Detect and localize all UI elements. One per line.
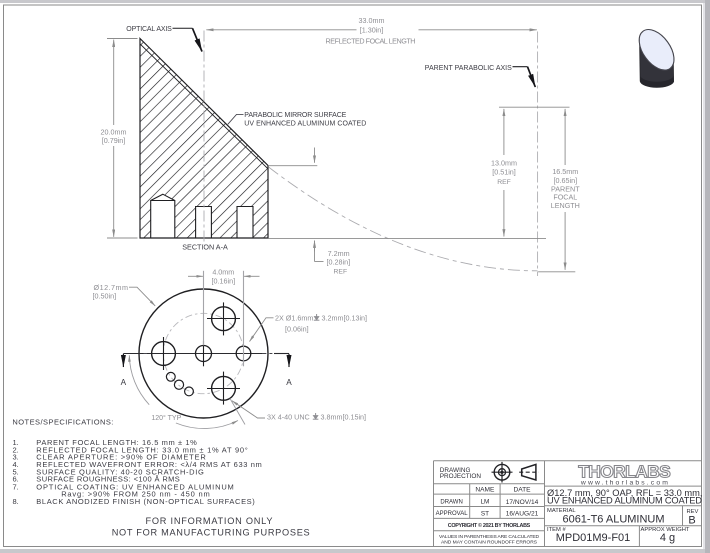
- svg-text:3.8mm[0.15in]: 3.8mm[0.15in]: [321, 413, 367, 422]
- svg-text:ITEM #: ITEM #: [547, 527, 566, 533]
- svg-text:UV ENHANCED ALUMINUM COATED: UV ENHANCED ALUMINUM COATED: [244, 120, 366, 127]
- svg-text:17/NOV/14: 17/NOV/14: [506, 499, 539, 506]
- svg-text:APPROX WEIGHT: APPROX WEIGHT: [641, 527, 690, 533]
- svg-text:[0.06in]: [0.06in]: [285, 324, 309, 333]
- svg-text:REFLECTED FOCAL LENGTH: 33.0 m: REFLECTED FOCAL LENGTH: 33.0 mm ± 1% AT …: [36, 445, 248, 454]
- svg-text:33.0mm: 33.0mm: [359, 16, 385, 25]
- svg-text:6.: 6.: [13, 475, 19, 484]
- svg-text:MPD01M9-F01: MPD01M9-F01: [556, 532, 631, 544]
- svg-text:PROJECTION: PROJECTION: [440, 473, 482, 480]
- svg-text:COPYRIGHT © 2021 BY THORLABS: COPYRIGHT © 2021 BY THORLABS: [448, 522, 531, 529]
- svg-text:[1.30in]: [1.30in]: [360, 25, 384, 34]
- svg-text:16/AUG/21: 16/AUG/21: [506, 511, 539, 518]
- svg-text:120° TYP: 120° TYP: [151, 414, 181, 422]
- svg-text:NOTES/SPECIFICATIONS:: NOTES/SPECIFICATIONS:: [12, 418, 113, 427]
- svg-text:B: B: [688, 514, 695, 526]
- svg-text:DATE: DATE: [513, 486, 531, 493]
- svg-text:Ø12.7 mm, 90° OAP, RFL = 33.0: Ø12.7 mm, 90° OAP, RFL = 33.0 mm,: [547, 488, 703, 498]
- svg-text:REV: REV: [686, 509, 698, 515]
- svg-text:DRAWING: DRAWING: [440, 467, 471, 474]
- svg-text:FOR INFORMATION ONLY: FOR INFORMATION ONLY: [146, 516, 273, 526]
- svg-text:2X Ø1.6mm: 2X Ø1.6mm: [275, 314, 313, 323]
- svg-text:REFLECTED FOCAL LENGTH: REFLECTED FOCAL LENGTH: [326, 37, 416, 46]
- svg-text:LENGTH: LENGTH: [551, 201, 580, 210]
- svg-text:20.0mm: 20.0mm: [101, 127, 127, 136]
- svg-text:3X 4-40 UNC: 3X 4-40 UNC: [267, 413, 310, 422]
- svg-text:Ravg: >90% FROM 250 nm - 450 n: Ravg: >90% FROM 250 nm - 450 nm: [61, 490, 210, 499]
- svg-text:PARENT FOCAL LENGTH: 16.5 mm ±: PARENT FOCAL LENGTH: 16.5 mm ± 1%: [36, 438, 197, 447]
- svg-text:OPTICAL AXIS: OPTICAL AXIS: [126, 26, 172, 33]
- svg-text:APPROVAL: APPROVAL: [436, 511, 469, 517]
- svg-text:13.0mm: 13.0mm: [491, 158, 517, 167]
- svg-text:LM: LM: [480, 499, 489, 506]
- svg-text:CLEAR APERTURE: >90% OF DIAMET: CLEAR APERTURE: >90% OF DIAMETER: [36, 453, 206, 462]
- svg-text:7.2mm: 7.2mm: [328, 249, 350, 258]
- svg-text:16.5mm: 16.5mm: [552, 167, 578, 176]
- svg-text:SURFACE QUALITY: 40-20 SCRATCH: SURFACE QUALITY: 40-20 SCRATCH-DIG: [36, 467, 204, 476]
- svg-text:NAME: NAME: [475, 486, 495, 493]
- svg-text:2.: 2.: [13, 445, 19, 454]
- svg-text:A: A: [121, 378, 127, 387]
- svg-text:VALUES IN PARENTHESIS ARE CALC: VALUES IN PARENTHESIS ARE CALCULATED: [439, 534, 539, 540]
- svg-text:OPTICAL COATING: UV ENHANCED A: OPTICAL COATING: UV ENHANCED ALUMINUM: [36, 482, 234, 491]
- svg-text:8.: 8.: [13, 497, 19, 506]
- svg-text:[0.51in]: [0.51in]: [492, 168, 516, 177]
- svg-text:REF: REF: [334, 269, 348, 276]
- svg-text:1.: 1.: [13, 438, 19, 447]
- svg-text:[0.28in]: [0.28in]: [327, 258, 351, 267]
- svg-text:SECTION A-A: SECTION A-A: [182, 242, 228, 251]
- svg-text:MATERIAL: MATERIAL: [547, 508, 576, 514]
- svg-text:7.: 7.: [13, 482, 19, 491]
- svg-text:FOCAL: FOCAL: [553, 193, 577, 202]
- svg-text:[0.79in]: [0.79in]: [102, 136, 126, 145]
- svg-text:PARENT: PARENT: [551, 184, 580, 193]
- svg-text:PARABOLIC MIRROR SURFACE: PARABOLIC MIRROR SURFACE: [244, 112, 346, 119]
- svg-text:REF: REF: [497, 179, 511, 186]
- svg-text:3.2mm[0.13in]: 3.2mm[0.13in]: [322, 314, 368, 323]
- svg-text:REFLECTED WAVEFRONT ERROR: <λ/: REFLECTED WAVEFRONT ERROR: <λ/4 RMS AT 6…: [36, 460, 261, 469]
- svg-text:5.: 5.: [13, 467, 19, 476]
- svg-text:6061-T6 ALUMINUM: 6061-T6 ALUMINUM: [562, 514, 664, 526]
- svg-text:[0.50in]: [0.50in]: [93, 292, 117, 301]
- svg-text:3.: 3.: [13, 453, 19, 462]
- svg-text:ST: ST: [481, 510, 489, 517]
- svg-text:[0.16in]: [0.16in]: [212, 276, 236, 285]
- svg-text:4.: 4.: [13, 460, 19, 469]
- svg-text:PARENT PARABOLIC AXIS: PARENT PARABOLIC AXIS: [425, 65, 512, 72]
- svg-text:[0.65in]: [0.65in]: [554, 176, 578, 185]
- svg-text:UV ENHANCED ALUMINUM COATED: UV ENHANCED ALUMINUM COATED: [547, 496, 702, 506]
- svg-text:Ø12.7mm: Ø12.7mm: [94, 283, 129, 292]
- svg-text:4.0mm: 4.0mm: [212, 267, 234, 276]
- svg-text:DRAWN: DRAWN: [440, 499, 462, 505]
- svg-text:NOT FOR MANUFACTURING PURPOSES: NOT FOR MANUFACTURING PURPOSES: [112, 527, 310, 537]
- svg-text:SURFACE ROUGHNESS: <100 Å RMS: SURFACE ROUGHNESS: <100 Å RMS: [36, 475, 180, 484]
- svg-text:4 g: 4 g: [660, 532, 675, 544]
- svg-text:AND MAY CONTAIN ROUNDOFF ERROR: AND MAY CONTAIN ROUNDOFF ERRORS: [441, 539, 538, 545]
- svg-text:THORLABS: THORLABS: [578, 462, 671, 482]
- svg-text:A: A: [286, 378, 292, 387]
- svg-text:BLACK ANODIZED FINISH (NON-OPT: BLACK ANODIZED FINISH (NON-OPTICAL SURFA…: [36, 497, 255, 506]
